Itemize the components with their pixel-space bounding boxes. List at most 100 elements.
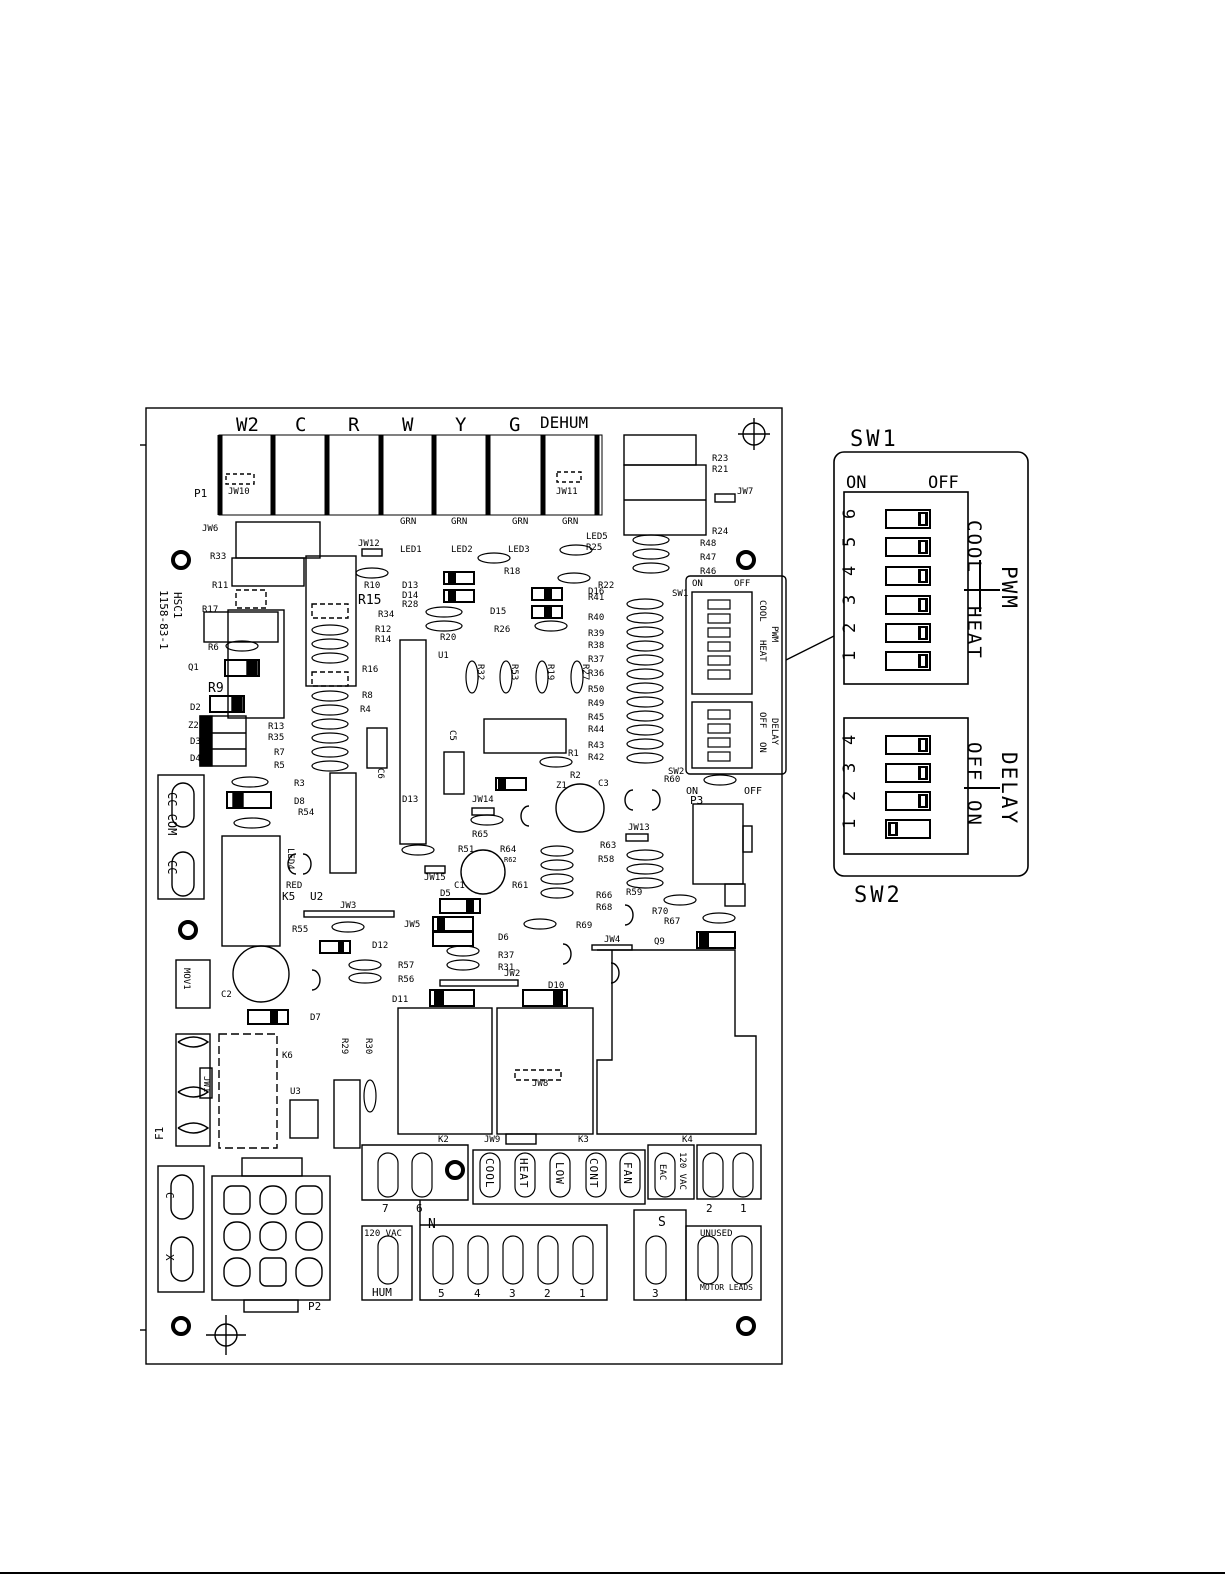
r37b-label: R37 (498, 951, 514, 961)
sw2-title: SW2 (854, 883, 903, 908)
r56-label: R56 (398, 975, 414, 985)
sw1-small-on: ON (692, 579, 703, 589)
pin-1-right-label: 1 (740, 1202, 747, 1215)
jw11-label: JW11 (556, 487, 578, 497)
d6-label: D6 (498, 933, 509, 943)
heat-pin-label: HEAT (517, 1158, 530, 1189)
sw2-off-label: OFF (963, 742, 985, 782)
r30-label: R30 (363, 1038, 373, 1054)
d15-label: D15 (490, 607, 506, 617)
pin-2-right-label: 2 (706, 1202, 713, 1215)
terminal-label-w: W (402, 414, 414, 436)
r35-label: R35 (268, 733, 284, 743)
fan-pin-label: FAN (621, 1162, 634, 1185)
r69-label: R69 (576, 921, 592, 931)
jw9-label: JW9 (484, 1135, 500, 1145)
page-bottom-rule (0, 1572, 1225, 1574)
c1-label: C1 (454, 881, 465, 891)
sw2-on-label: ON (963, 800, 985, 827)
r8-label: R8 (362, 691, 373, 701)
sw2-switch-4: 4 (840, 735, 860, 745)
r43-label: R43 (588, 741, 604, 751)
sw1-switch-2: 2 (840, 623, 860, 633)
jw8-label: JW8 (532, 1079, 548, 1089)
motor-leads-label: MOTOR LEADS (700, 1283, 753, 1292)
pin-4-label: 4 (474, 1287, 481, 1300)
terminal-label-y: Y (455, 414, 467, 436)
r17-label: R17 (202, 605, 218, 615)
r37-label: R37 (588, 655, 604, 665)
u3-label: U3 (290, 1087, 301, 1097)
r27-label: R27 (580, 664, 590, 680)
sw1-cool-label: COOL (963, 520, 985, 574)
sw2-switch-2: 2 (840, 791, 860, 801)
cool-pin-label: COOL (483, 1158, 496, 1189)
r13-label: R13 (268, 722, 284, 732)
led2-label: LED2 (451, 545, 473, 555)
r59-label: R59 (626, 888, 642, 898)
r31-label: R31 (498, 963, 514, 973)
d13b-label: D13 (402, 581, 418, 591)
pin-5-label: 5 (438, 1287, 445, 1300)
k4-label: K4 (682, 1135, 693, 1145)
r48-label: R48 (700, 539, 716, 549)
r54-label: R54 (298, 808, 314, 818)
cont-pin-label: CONT (587, 1158, 600, 1189)
sw1-switch-1: 1 (840, 651, 860, 661)
jw6-label: JW6 (202, 524, 218, 534)
r49-label: R49 (588, 699, 604, 709)
r38-label: R38 (588, 641, 604, 651)
r9-label: R9 (208, 681, 224, 696)
r15-label: R15 (358, 593, 381, 608)
eac-label: EAC (657, 1164, 667, 1180)
sw1-small-pwm: PWM (769, 626, 779, 643)
r61-label: R61 (512, 881, 528, 891)
sw2-small-on: ON (757, 742, 767, 753)
d7-label: D7 (310, 1013, 321, 1023)
r12-label: R12 (375, 625, 391, 635)
r68-label: R68 (596, 903, 612, 913)
unused-label: UNUSED (700, 1229, 733, 1239)
d11-label: D11 (392, 995, 408, 1005)
sw1-small-heat: HEAT (757, 640, 767, 662)
r65-label: R65 (472, 830, 488, 840)
d2-label: D2 (190, 703, 201, 713)
hum-label: HUM (372, 1286, 392, 1299)
r14-label: R14 (375, 635, 391, 645)
k3-label: K3 (578, 1135, 589, 1145)
r33-label: R33 (210, 552, 226, 562)
r50-label: R50 (588, 685, 604, 695)
hum-voltage-label: 120 VAC (364, 1229, 402, 1239)
r26-label: R26 (494, 625, 510, 635)
r1-label: R1 (568, 749, 579, 759)
led5-label: LED5 (586, 532, 608, 542)
f1-label: F1 (153, 1127, 166, 1140)
sw2-small-off: OFF (757, 712, 767, 728)
cc-label: CC (165, 860, 179, 874)
r24-label: R24 (712, 527, 728, 537)
n-label: N (428, 1217, 436, 1232)
hsc-label: HSC1 (171, 592, 184, 619)
led1-color: GRN (400, 517, 416, 527)
r4-label: R4 (360, 705, 371, 715)
r47-label: R47 (700, 553, 716, 563)
r55-label: R55 (292, 925, 308, 935)
r23-label: R23 (712, 454, 728, 464)
eac-voltage-label: 120 VAC (677, 1152, 687, 1190)
r46-label: R46 (700, 567, 716, 577)
r44-label: R44 (588, 725, 604, 735)
r11-label: R11 (212, 581, 228, 591)
q1-label: Q1 (188, 663, 199, 673)
d5-label: D5 (440, 889, 451, 899)
sw2-switch-1: 1 (840, 819, 860, 829)
z1-label: Z1 (556, 781, 567, 791)
sw1-heat-label: HEAT (963, 606, 985, 660)
board-sw-off: OFF (744, 786, 762, 797)
r70-label: R70 (652, 907, 668, 917)
r22-label: R22 (598, 581, 614, 591)
d4-label: D4 (190, 754, 201, 764)
cc-com-label: CC COM (165, 792, 179, 835)
r60-label: R60 (664, 775, 680, 785)
board-outline (145, 407, 783, 1365)
r6-label: R6 (208, 643, 219, 653)
